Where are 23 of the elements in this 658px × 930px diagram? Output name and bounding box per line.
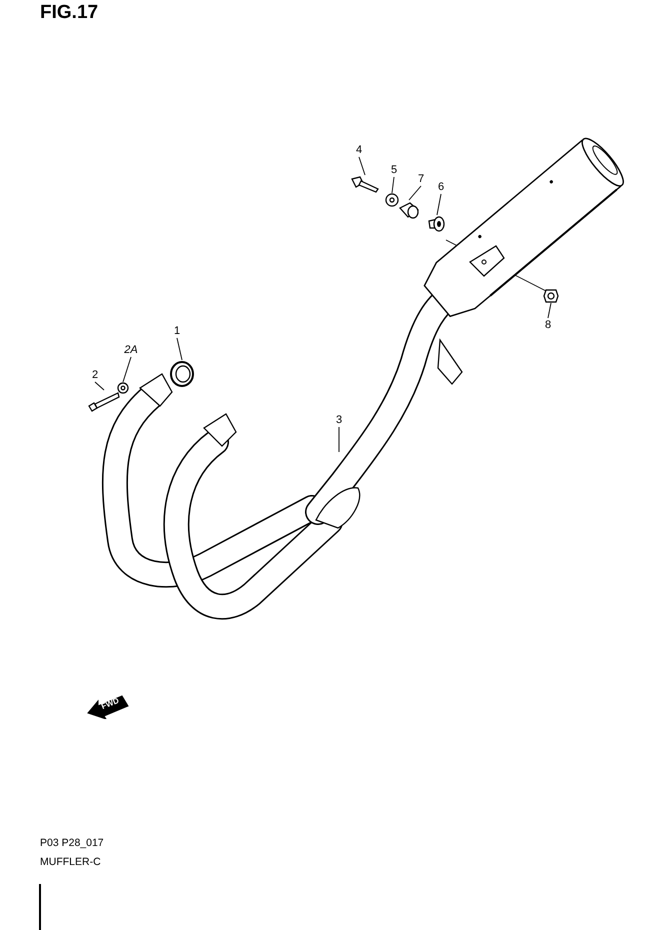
callout-number: 5 [383, 163, 405, 177]
leader-line [122, 356, 132, 382]
callout-number: 8 [537, 318, 559, 332]
direction-label: FWD [100, 696, 120, 712]
leader-line [408, 186, 422, 200]
leader-line [94, 382, 104, 390]
leader-line [338, 426, 340, 452]
callout-number: 4 [348, 143, 370, 157]
figure-code: P03 P28_017 [40, 837, 104, 849]
exhaust-pipe-drawing [102, 139, 622, 620]
leader-line [358, 156, 366, 176]
figure-name: MUFFLER-C [40, 856, 101, 868]
callout-number: 7 [410, 172, 432, 186]
leader-line [548, 302, 552, 318]
callout-number: 6 [430, 180, 452, 194]
callout-number: 2A [120, 343, 142, 357]
callout-number: 1 [166, 324, 188, 338]
leader-line [392, 176, 394, 194]
figure-title: FIG.17 [40, 2, 98, 24]
callout-number: 2 [84, 368, 106, 382]
leader-line [436, 194, 442, 216]
leader-line [176, 338, 182, 360]
callout-number: 3 [328, 413, 350, 427]
